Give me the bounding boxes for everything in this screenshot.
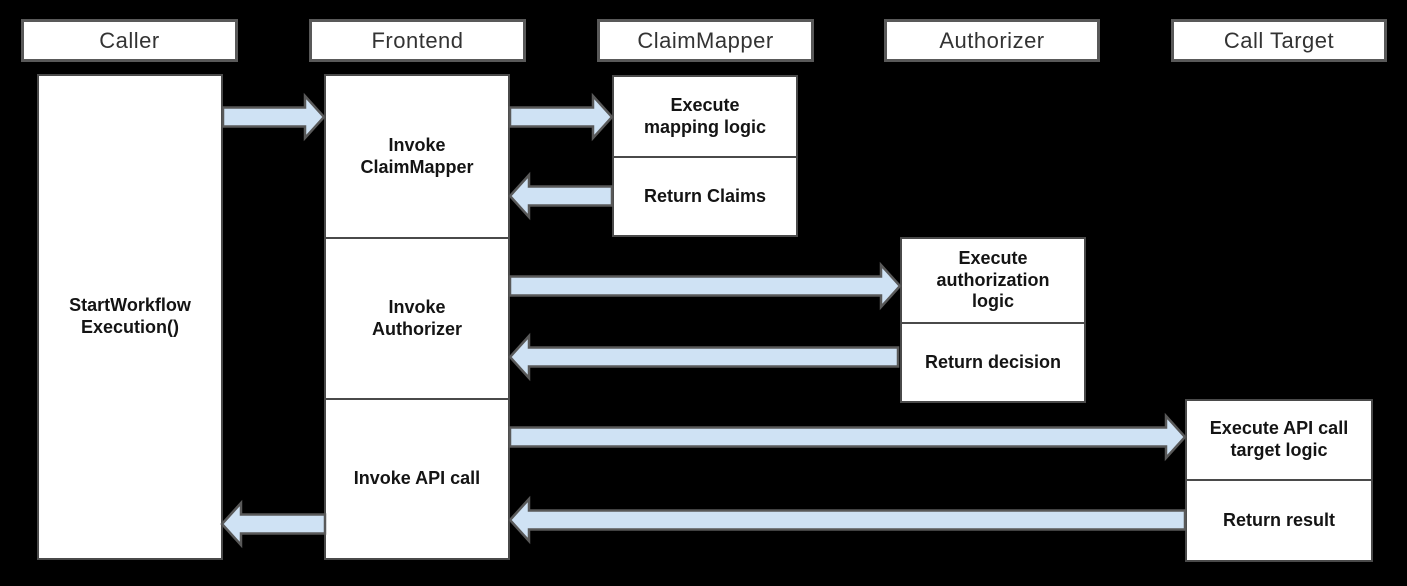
- arrow-claimmapper-to-frontend: [508, 171, 614, 221]
- claimmapper-execute-section: Execute mapping logic: [614, 77, 796, 156]
- arrow-frontend-to-claimmapper: [508, 92, 614, 142]
- arrow-authorizer-to-frontend: [508, 332, 900, 382]
- arrow-caller-to-frontend: [221, 92, 326, 142]
- claimmapper-execution-box: Execute mapping logic Return Claims: [612, 75, 798, 237]
- claimmapper-return-label: Return Claims: [643, 185, 767, 206]
- call-target-execute-label: Execute API call target logic: [1209, 418, 1349, 460]
- frontend-step-label: Invoke Authorizer: [372, 296, 462, 339]
- claimmapper-execute-label: Execute mapping logic: [643, 94, 766, 137]
- authorizer-return-label: Return decision: [924, 351, 1062, 372]
- frontend-step-label: Invoke ClaimMapper: [360, 134, 474, 177]
- arrow-call-target-to-frontend: [508, 495, 1187, 545]
- authorizer-execute-section: Execute authorization logic: [902, 239, 1084, 322]
- frontend-step-invoke-api-call: Invoke API call: [326, 398, 508, 558]
- frontend-activation-box: Invoke ClaimMapper Invoke Authorizer Inv…: [324, 74, 510, 560]
- authorizer-return-section: Return decision: [902, 322, 1084, 401]
- lifeline-header-authorizer: Authorizer: [884, 19, 1100, 62]
- frontend-step-label: Invoke API call: [353, 468, 481, 489]
- authorizer-execution-box: Execute authorization logic Return decis…: [900, 237, 1086, 403]
- call-target-return-section: Return result: [1187, 479, 1371, 560]
- caller-activation-label: StartWorkflow Execution(): [69, 295, 191, 337]
- call-target-execute-section: Execute API call target logic: [1187, 401, 1371, 479]
- caller-activation-section: StartWorkflow Execution(): [39, 76, 221, 558]
- frontend-step-invoke-authorizer: Invoke Authorizer: [326, 237, 508, 398]
- call-target-return-label: Return result: [1222, 509, 1336, 530]
- lifeline-header-caller: Caller: [21, 19, 238, 62]
- call-target-execution-box: Execute API call target logic Return res…: [1185, 399, 1373, 562]
- lifeline-header-call-target: Call Target: [1171, 19, 1387, 62]
- lifeline-header-frontend: Frontend: [309, 19, 526, 62]
- claimmapper-return-section: Return Claims: [614, 156, 796, 235]
- caller-activation-box: StartWorkflow Execution(): [37, 74, 223, 560]
- frontend-step-invoke-claimmapper: Invoke ClaimMapper: [326, 76, 508, 237]
- arrow-frontend-to-caller: [220, 499, 327, 549]
- authorizer-execute-label: Execute authorization logic: [936, 247, 1050, 312]
- arrow-frontend-to-authorizer: [508, 261, 902, 311]
- arrow-frontend-to-call-target: [508, 412, 1187, 462]
- lifeline-header-claimmapper: ClaimMapper: [597, 19, 814, 62]
